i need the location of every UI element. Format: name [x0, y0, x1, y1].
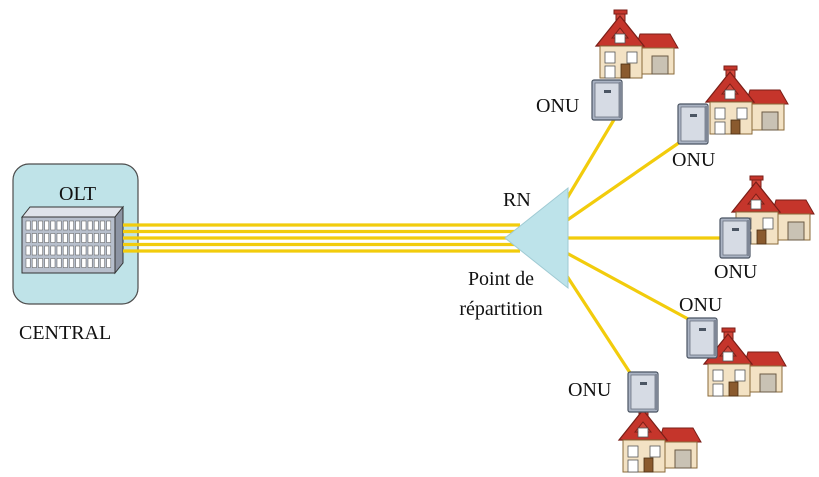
rn-label: RN — [503, 189, 531, 211]
house-icon — [595, 9, 679, 79]
drop-fiber-2 — [548, 138, 685, 234]
onu-device-icon — [677, 103, 709, 145]
onu-label-5: ONU — [568, 379, 612, 401]
onu-device-icon — [686, 317, 718, 359]
drop-fiber-4 — [548, 242, 692, 322]
onu-label-4: ONU — [679, 294, 723, 316]
point-label-line2: répartition — [459, 298, 543, 320]
point-label-line1: Point de — [467, 268, 535, 290]
onu-device-icon — [627, 371, 659, 413]
onu-label-3: ONU — [714, 261, 758, 283]
onu-device-icon — [719, 217, 751, 259]
house-icon — [618, 403, 702, 473]
house-icon — [705, 65, 789, 135]
point-label: Point de répartition — [436, 264, 566, 324]
onu-label-2: ONU — [672, 149, 716, 171]
olt-rack-icon — [20, 205, 125, 275]
splitter-icon — [504, 186, 569, 290]
onu-label-1: ONU — [536, 95, 580, 117]
olt-label: OLT — [59, 183, 97, 205]
fiber-bundle — [123, 223, 520, 253]
central-label: CENTRAL — [19, 322, 112, 344]
onu-device-icon — [591, 79, 623, 121]
